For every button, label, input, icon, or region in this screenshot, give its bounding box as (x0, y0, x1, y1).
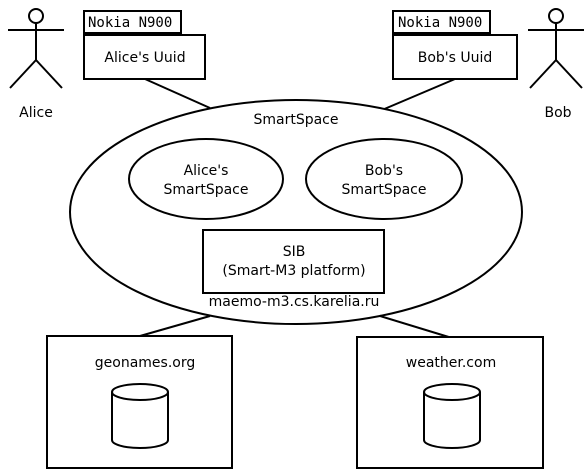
bob-device-tag (392, 10, 491, 34)
sib-subtitle: (Smart-M3 platform) (222, 263, 365, 279)
bob-actor-label: Bob (544, 105, 571, 121)
alice-uuid-label: Alice's Uuid (104, 50, 185, 66)
alice-device-tag (83, 10, 182, 34)
geonames-label: geonames.org (95, 355, 195, 371)
bob-smartspace-line2: SmartSpace (341, 182, 426, 198)
alice-smartspace-line1: Alice's (184, 163, 229, 179)
weather-label: weather.com (406, 355, 496, 371)
bob-uuid-label: Bob's Uuid (418, 50, 493, 66)
bob-device-model: Nokia N900 (398, 15, 482, 31)
alice-device-connector (144, 78, 211, 109)
bob-device-connector (381, 78, 456, 111)
sib-box (202, 229, 385, 294)
geonames-database-icon (111, 383, 169, 449)
bob-device-box (392, 34, 518, 80)
weather-database-icon (423, 383, 481, 449)
alice-actor-label: Alice (19, 105, 53, 121)
alice-device-box (83, 34, 206, 80)
sib-title: SIB (283, 244, 306, 260)
smartspace-title: SmartSpace (253, 112, 338, 128)
alice-device-model: Nokia N900 (88, 15, 172, 31)
bob-smartspace-line1: Bob's (365, 163, 403, 179)
alice-smartspace-ellipse (128, 138, 284, 220)
bob-smartspace-ellipse (305, 138, 463, 220)
weather-connector (379, 315, 453, 339)
sib-host: maemo-m3.cs.karelia.ru (209, 294, 380, 310)
geonames-connector (139, 315, 211, 337)
alice-actor-icon (8, 8, 64, 89)
alice-smartspace-line2: SmartSpace (163, 182, 248, 198)
bob-actor-icon (528, 8, 584, 89)
